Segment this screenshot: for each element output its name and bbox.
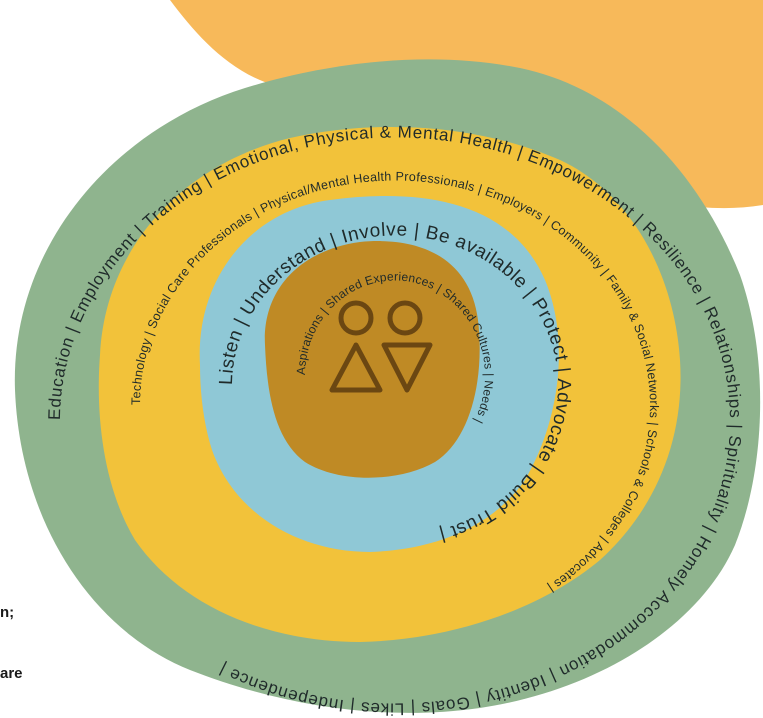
side-text-line-1: n; [0, 604, 15, 621]
core-blob [264, 241, 480, 478]
two-people-icon [329, 300, 433, 393]
side-text-line-2: are [0, 665, 23, 682]
